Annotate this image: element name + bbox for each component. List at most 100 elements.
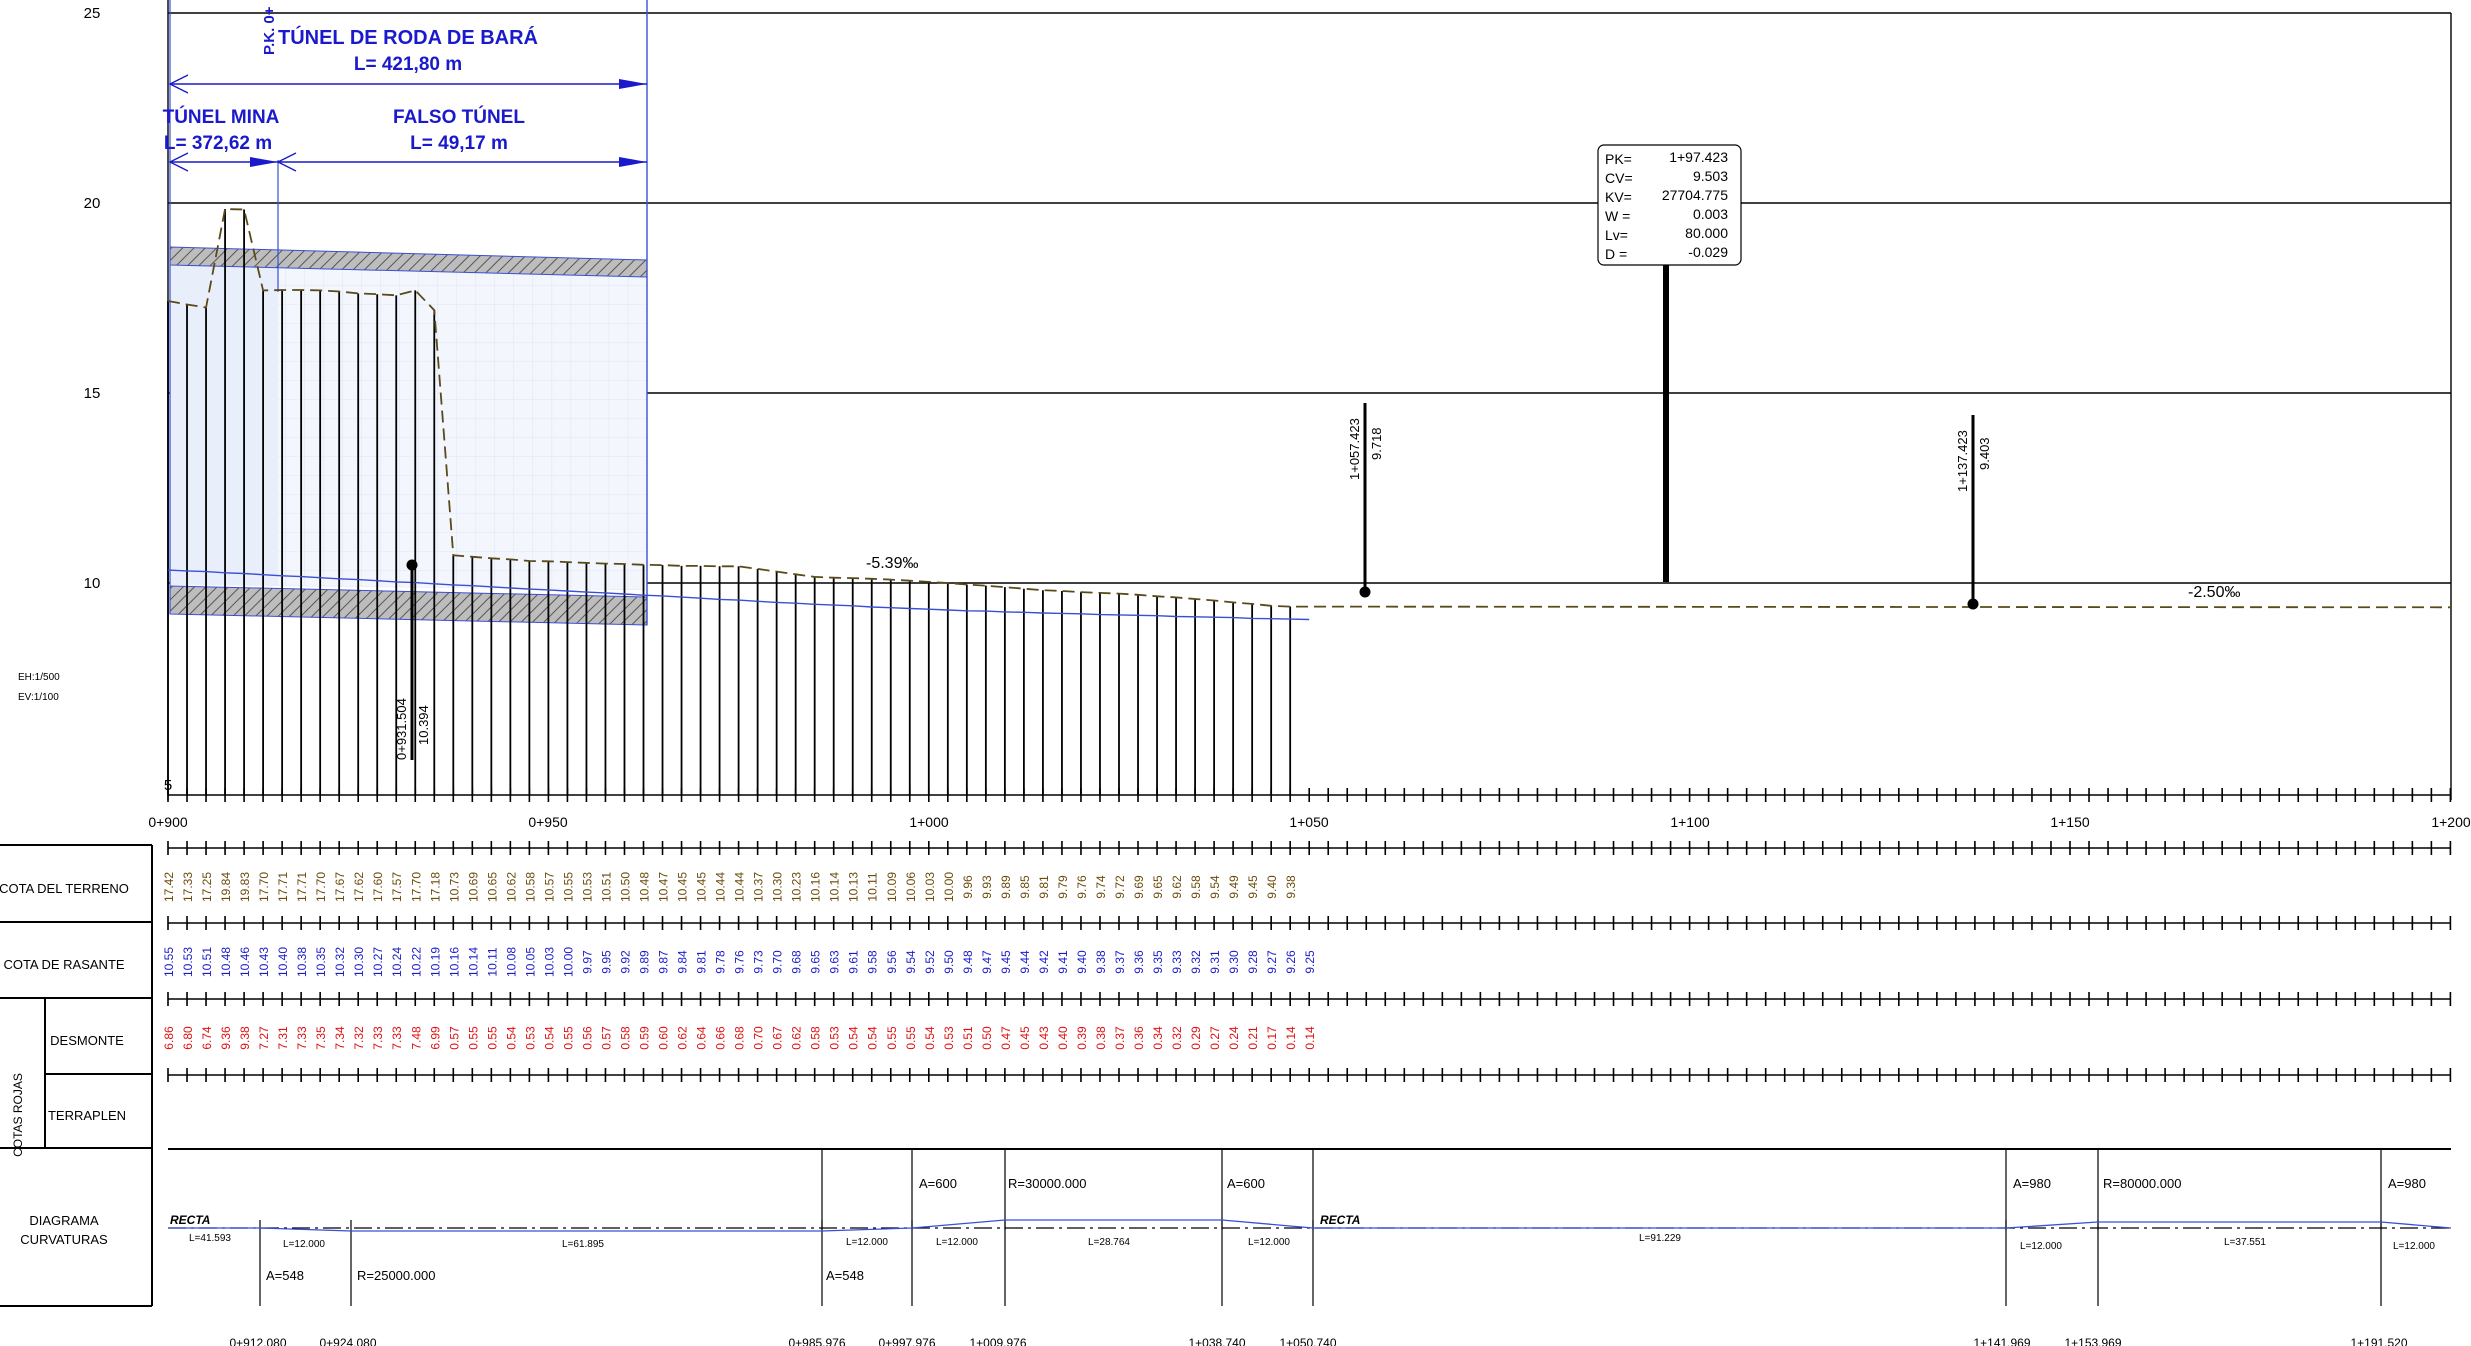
rasante-value: 9.28 xyxy=(1246,950,1260,974)
terrain-value: 9.74 xyxy=(1094,875,1108,899)
desmonte-value: 6.80 xyxy=(181,1026,195,1050)
rasante-value: 9.45 xyxy=(999,950,1013,974)
terrain-value: 9.69 xyxy=(1132,875,1146,899)
curv-param-bottom: A=548 xyxy=(266,1268,304,1283)
terrain-value: 10.57 xyxy=(542,872,556,902)
desmonte-value: 7.27 xyxy=(257,1026,271,1050)
row-label-rasante: COTA DE RASANTE xyxy=(3,957,124,972)
rasante-value: 10.08 xyxy=(504,947,518,977)
terrain-value: 10.03 xyxy=(923,872,937,902)
desmonte-value: 0.64 xyxy=(695,1026,709,1050)
marker-dot xyxy=(1359,586,1371,598)
terrain-value: 9.38 xyxy=(1284,875,1298,899)
rasante-value: 10.43 xyxy=(257,947,271,977)
terrain-value: 10.55 xyxy=(561,872,575,902)
vc-value: 27704.775 xyxy=(1662,187,1728,203)
tunnel-total-length: L= 421,80 m xyxy=(354,54,462,75)
desmonte-value: 0.53 xyxy=(942,1026,956,1050)
terrain-value: 19.83 xyxy=(238,872,252,902)
x-tick-label: 1+000 xyxy=(909,814,949,830)
rasante-value: 9.41 xyxy=(1056,950,1070,974)
x-tick-label: 0+950 xyxy=(528,814,568,830)
terrain-value: 9.89 xyxy=(999,875,1013,899)
vertical-curve-box-frame xyxy=(1597,144,1742,266)
rasante-value: 9.25 xyxy=(1303,950,1317,974)
terrain-value: 9.85 xyxy=(1018,875,1032,899)
terrain-value: 10.30 xyxy=(771,872,785,902)
desmonte-value: 0.39 xyxy=(1075,1026,1089,1050)
terrain-value: 17.33 xyxy=(181,872,195,902)
slope-label-2: -2.50‰ xyxy=(2188,584,2240,601)
terrain-value: 10.48 xyxy=(638,872,652,902)
terrain-value: 17.71 xyxy=(295,872,309,902)
vc-key: D = xyxy=(1605,246,1627,262)
tunnel-total-title: TÚNEL DE RODA DE BARÁ xyxy=(278,25,538,49)
desmonte-value: 6.99 xyxy=(428,1026,442,1050)
rasante-value: 9.89 xyxy=(638,950,652,974)
pk-tunnel-label: P.K. 0+ xyxy=(261,6,278,55)
row-label-diagrama: DIAGRAMA xyxy=(29,1213,99,1228)
desmonte-value: 0.55 xyxy=(466,1026,480,1050)
desmonte-value: 0.62 xyxy=(676,1026,690,1050)
terrain-value: 9.45 xyxy=(1246,875,1260,899)
station-label: 1+009.976 xyxy=(969,1336,1026,1346)
terrain-value: 9.62 xyxy=(1170,875,1184,899)
desmonte-value: 0.45 xyxy=(1018,1026,1032,1050)
false-tunnel-dim-head-left xyxy=(276,152,297,172)
rasante-value: 9.33 xyxy=(1170,950,1184,974)
scale-horizontal: EH:1/500 xyxy=(18,672,60,683)
false-tunnel-grid xyxy=(278,262,647,590)
rasante-value: 9.40 xyxy=(1075,950,1089,974)
rasante-value: 10.46 xyxy=(238,947,252,977)
station-verticals xyxy=(167,209,1292,795)
rasante-value: 10.27 xyxy=(371,947,385,977)
x-axis: 0+900 0+950 1+000 1+050 1+100 1+150 1+20… xyxy=(148,814,2471,830)
desmonte-value: 0.51 xyxy=(961,1026,975,1050)
rasante-value: 9.54 xyxy=(904,950,918,974)
desmonte-value: 0.24 xyxy=(1227,1026,1241,1050)
vc-value: 1+97.423 xyxy=(1669,149,1728,165)
station-label: 0+997.976 xyxy=(878,1336,935,1346)
rasante-value: 9.87 xyxy=(657,950,671,974)
rasante-value: 9.78 xyxy=(714,950,728,974)
terrain-value: 17.25 xyxy=(200,872,214,902)
desmonte-value: 0.54 xyxy=(504,1026,518,1050)
rasante-value: 9.50 xyxy=(942,950,956,974)
terrain-value: 10.53 xyxy=(580,872,594,902)
rasante-line xyxy=(167,569,1310,621)
rasante-value: 9.37 xyxy=(1113,950,1127,974)
terrain-value: 10.09 xyxy=(885,872,899,902)
desmonte-value: 7.34 xyxy=(333,1026,347,1050)
marker-elev-label: 10.394 xyxy=(416,705,431,745)
desmonte-value: 0.66 xyxy=(714,1026,728,1050)
desmonte-value: 0.27 xyxy=(1208,1026,1222,1050)
desmonte-value: 0.55 xyxy=(485,1026,499,1050)
y-tick-label: 15 xyxy=(84,385,101,402)
row-label-terraplen: TERRAPLEN xyxy=(48,1108,126,1123)
curv-param-bottom: R=25000.000 xyxy=(357,1268,435,1283)
rasante-value: 10.19 xyxy=(428,947,442,977)
terrain-value: 9.72 xyxy=(1113,875,1127,899)
rasante-value: 10.16 xyxy=(447,947,461,977)
station-labels: 0+912.080 0+924.080 0+985.976 0+997.976 … xyxy=(229,1336,2407,1346)
curv-param-top: A=600 xyxy=(919,1176,957,1191)
terrain-value: 10.45 xyxy=(676,872,690,902)
terrain-value: 10.23 xyxy=(790,872,804,902)
rasante-value: 9.48 xyxy=(961,950,975,974)
terrain-value: 10.69 xyxy=(466,872,480,902)
desmonte-value: 7.31 xyxy=(276,1026,290,1050)
desmonte-value: 0.17 xyxy=(1265,1026,1279,1050)
curv-param-top: A=600 xyxy=(1227,1176,1265,1191)
row-label-terreno: COTA DEL TERRENO xyxy=(0,881,129,896)
rasante-value: 10.30 xyxy=(352,947,366,977)
rasante-value: 9.97 xyxy=(580,950,594,974)
row-label-curvaturas: CURVATURAS xyxy=(20,1232,108,1247)
terrain-value: 9.40 xyxy=(1265,875,1279,899)
desmonte-value: 0.29 xyxy=(1189,1026,1203,1050)
terrain-value: 9.65 xyxy=(1151,875,1165,899)
terrain-value: 9.76 xyxy=(1075,875,1089,899)
station-label: 1+050.740 xyxy=(1279,1336,1336,1346)
terrain-value: 17.18 xyxy=(428,872,442,902)
rasante-value: 10.00 xyxy=(561,947,575,977)
